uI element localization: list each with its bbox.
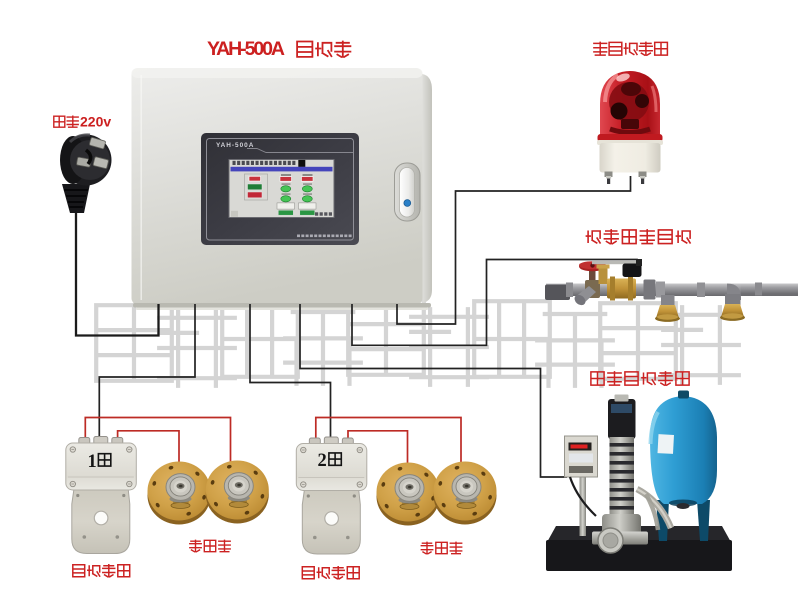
- svg-text:1: 1: [88, 452, 97, 472]
- svg-text:2: 2: [318, 451, 327, 471]
- svg-text:220v: 220v: [80, 114, 111, 130]
- svg-text:YAH-500A: YAH-500A: [216, 142, 254, 149]
- svg-text:YAH-500A: YAH-500A: [207, 38, 285, 60]
